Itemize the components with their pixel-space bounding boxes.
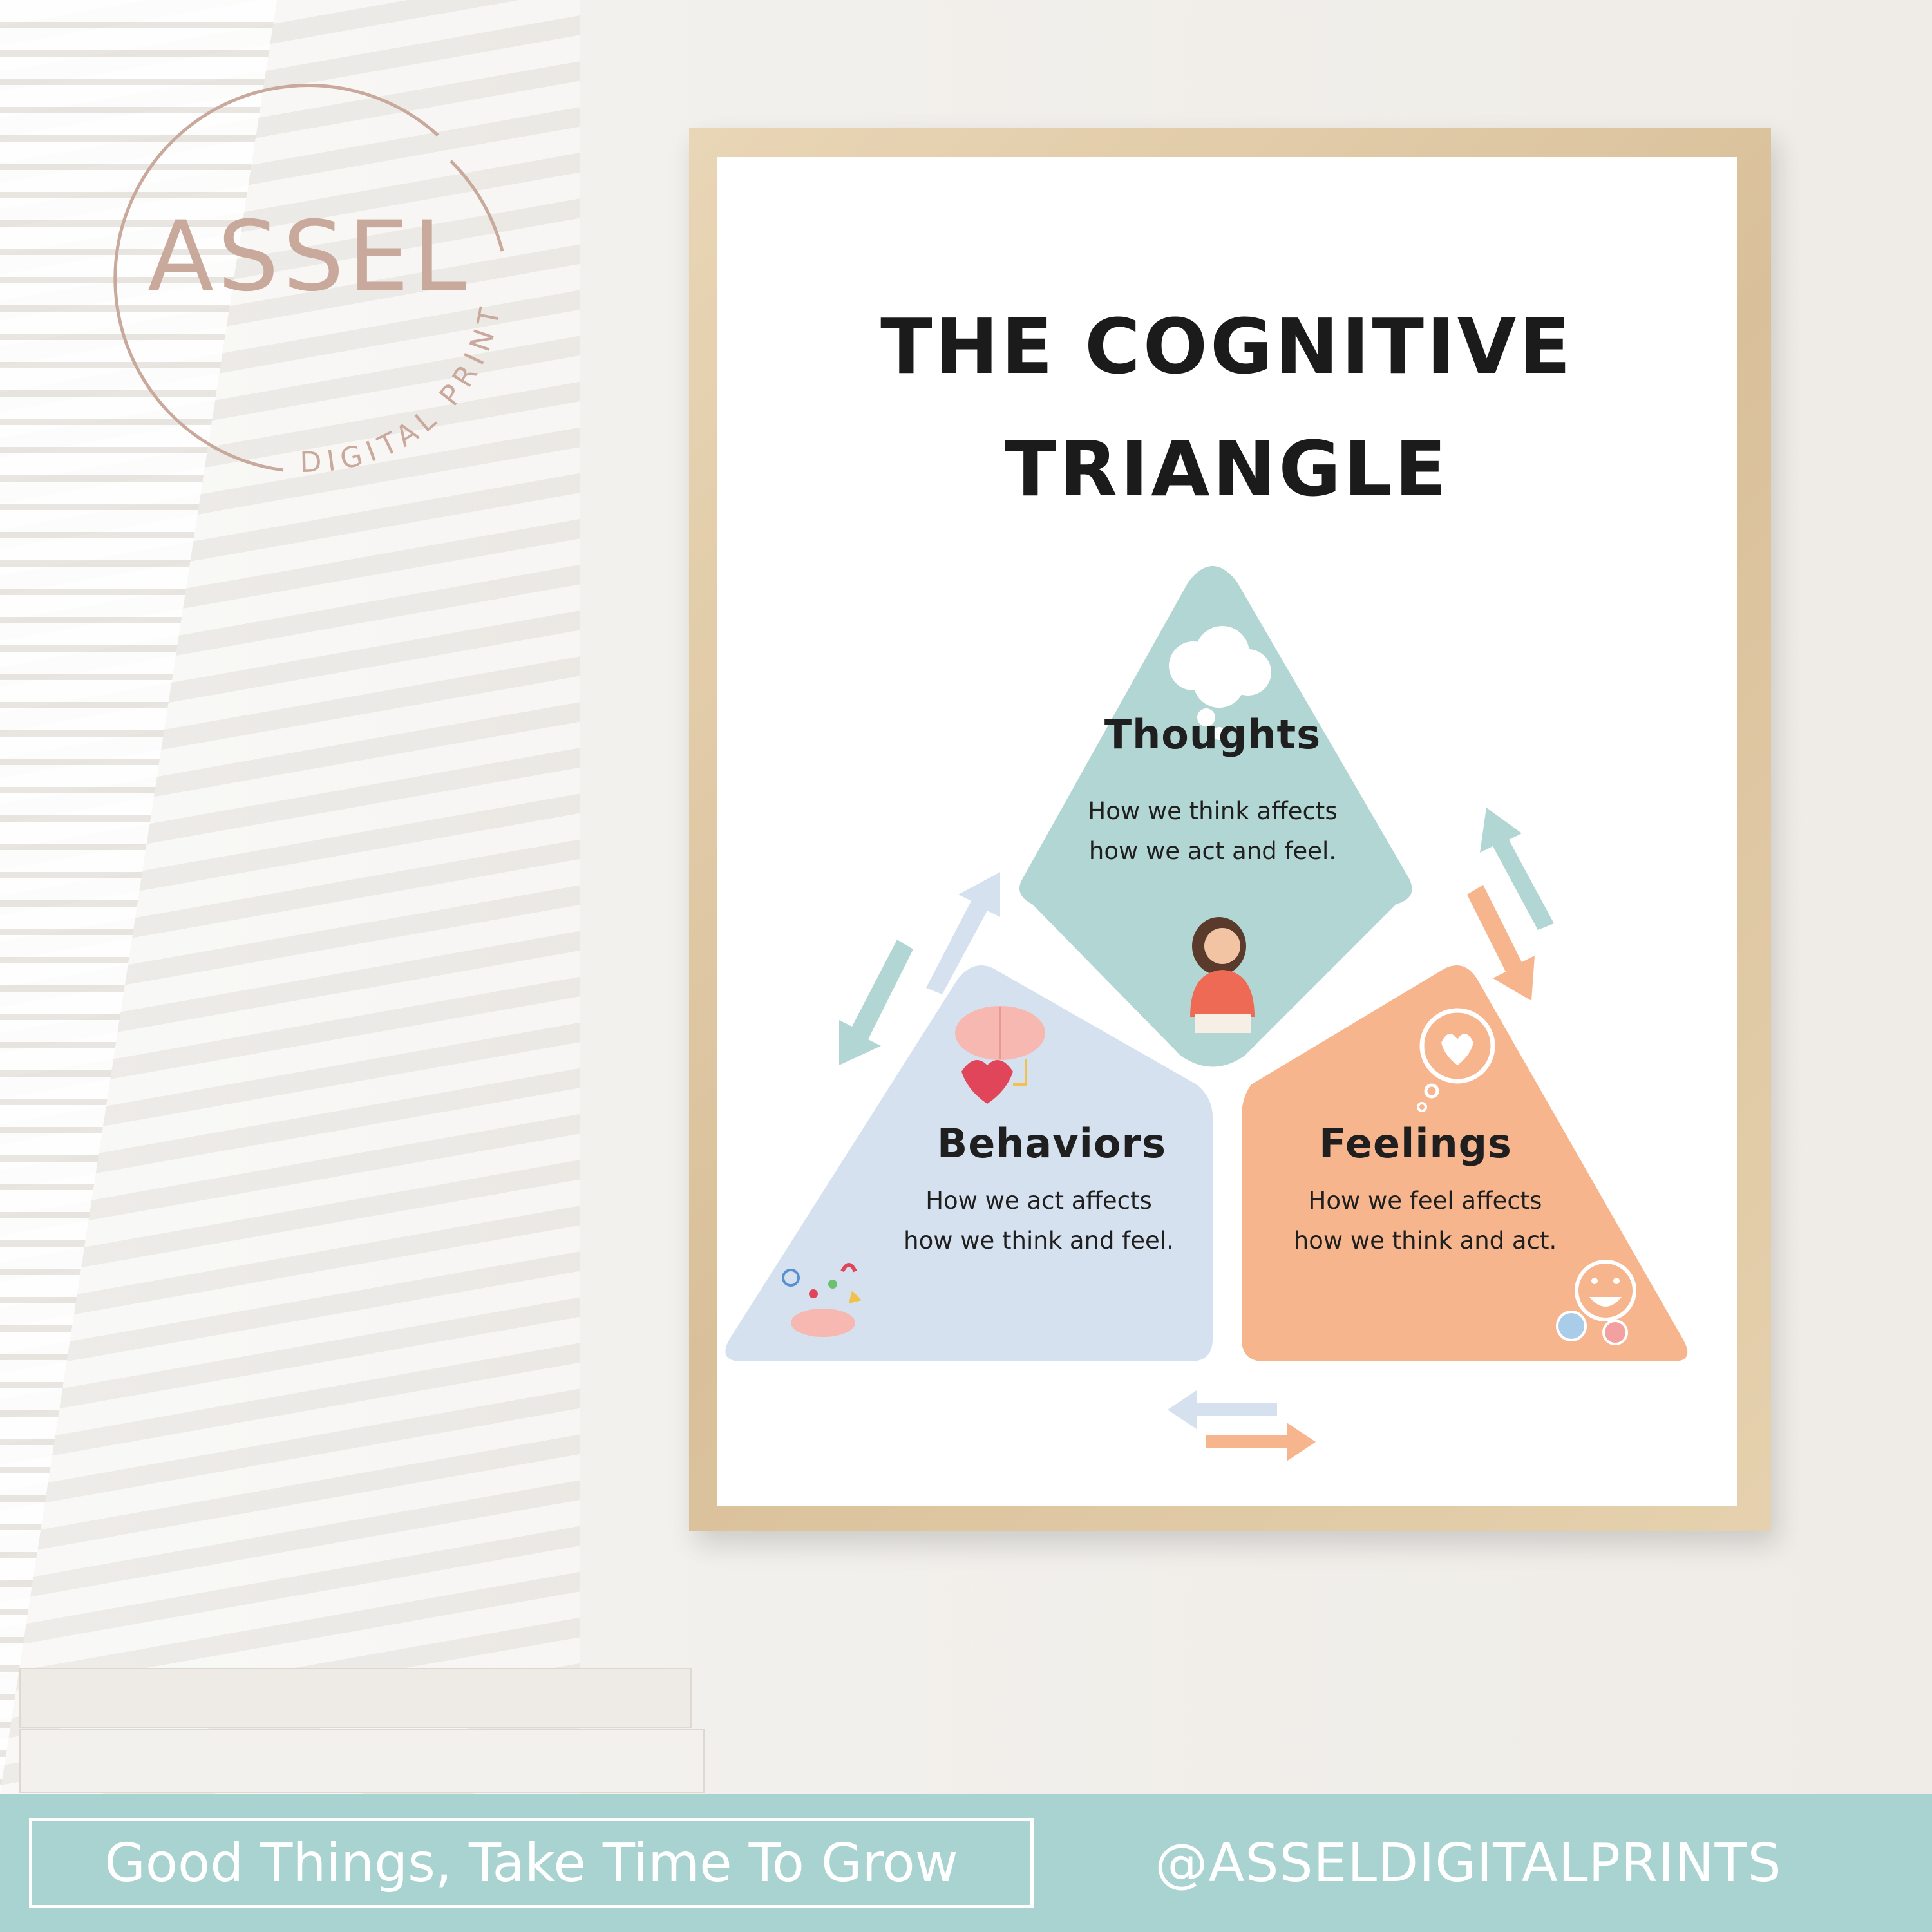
cognitive-triangle-diagram: THE COGNITIVE TRIANGLE bbox=[717, 157, 1737, 1506]
behaviors-heading: Behaviors bbox=[923, 1120, 1180, 1167]
feelings-heading: Feelings bbox=[1287, 1120, 1544, 1167]
book-top bbox=[19, 1668, 692, 1728]
feelings-line2: how we think and act. bbox=[1277, 1221, 1573, 1261]
thoughts-line2: how we act and feel. bbox=[1071, 831, 1354, 871]
feelings-line1: How we feel affects bbox=[1277, 1181, 1573, 1221]
behaviors-line2: how we think and feel. bbox=[891, 1221, 1187, 1261]
book-bottom bbox=[19, 1729, 705, 1793]
logo-subtitle: DIGITAL PRINT bbox=[299, 299, 508, 479]
double-arrow-icon bbox=[1467, 808, 1554, 1001]
thoughts-line1: How we think affects bbox=[1071, 791, 1354, 831]
assel-logo: ASSEL DIGITAL PRINT bbox=[90, 58, 528, 496]
tagline-box: Good Things, Take Time To Grow bbox=[29, 1818, 1034, 1908]
thoughts-heading: Thoughts bbox=[1084, 711, 1341, 758]
logo-name: ASSEL bbox=[147, 201, 470, 313]
double-arrow-icon bbox=[1168, 1390, 1316, 1461]
behaviors-line1: How we act affects bbox=[891, 1181, 1187, 1221]
social-handle: @ASSELDIGITALPRINTS bbox=[1095, 1818, 1842, 1908]
book-stack bbox=[19, 1668, 702, 1794]
tagline: Good Things, Take Time To Grow bbox=[104, 1833, 958, 1894]
